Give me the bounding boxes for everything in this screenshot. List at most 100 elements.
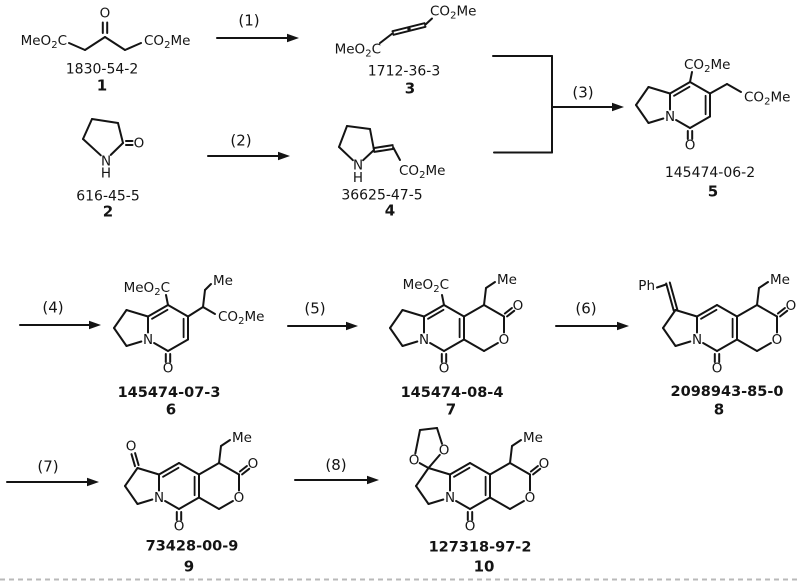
nitrogen-label: N [419,332,429,348]
lactone-oxygen-label: O [248,456,259,472]
nitrogen-label: N [353,158,363,174]
ring-core [390,282,514,362]
oxygen-label: O [174,519,185,535]
compound-2-cas: 616-45-5 [76,189,140,205]
oxygen-label: O [163,361,174,377]
compound-9-bonds [130,452,140,468]
ester-label: CO2Me [218,309,264,327]
compound-5-structure: N O CO2Me CO2Me [636,57,790,154]
step-label-7: (7) [37,458,58,476]
oxygen-label: O [439,361,450,377]
compound-1: MeO2C O CO2Me 1830-54-2 1 [21,6,191,95]
oxygen-label: O [100,6,111,22]
arrowhead [278,151,290,161]
lactone-oxygen-label: O [786,298,797,314]
compound-7-structure: N O O O Me MeO2C [390,272,523,377]
compound-10-structure: N O O O O O Me [409,427,550,535]
ester-label: MeO2C [21,33,67,51]
compound-9: N O O O O Me 73428-00-9 9 [125,430,258,576]
reaction-arrow-4: (4) [19,299,101,330]
ring-oxygen-label: O [499,332,510,348]
compound-2-bonds [82,118,134,157]
compound-4-cas: 36625-47-5 [341,188,422,204]
compound-8-structure: N O O O Me Ph [638,272,796,377]
compound-8: N O O O Me Ph 2098943-85-0 8 [638,272,796,419]
compound-6-structure: N O MeO2C Me CO2Me [114,273,264,377]
compound-7-number: 7 [446,401,456,419]
ring-oxygen-label: O [234,490,245,506]
nitrogen-label: N [445,490,455,506]
compound-6-number: 6 [166,401,176,419]
compound-8-number: 8 [714,401,724,419]
oxygen-label: O [712,361,723,377]
lactone-oxygen-label: O [539,456,550,472]
compound-2-number: 2 [103,203,113,221]
reaction-arrow-1: (1) [216,12,299,43]
compound-7-cas: 145474-08-4 [401,385,504,401]
compound-4-number: 4 [385,202,395,220]
convergence-bracket [492,55,553,154]
ester-label: CO2Me [399,163,445,181]
compound-2: N H O 616-45-5 2 [76,118,145,221]
dioxolane-oxygen-label: O [439,443,450,459]
arrowhead [89,320,101,330]
ring-core [416,440,540,520]
ester-label: CO2Me [684,57,730,75]
reaction-arrow-7: (7) [6,458,99,487]
step-label-6: (6) [575,300,596,318]
oxygen-label: O [134,136,145,152]
ketone-oxygen-label: O [126,439,137,455]
nh-hydrogen-label: H [101,166,111,182]
ester-label: CO2Me [144,33,190,51]
compound-5-cas: 145474-06-2 [665,165,755,181]
methyl-label: Me [497,272,517,288]
compound-6: N O MeO2C Me CO2Me 145474-07-3 6 [114,273,264,419]
compound-5: N O CO2Me CO2Me 145474-06-2 5 [636,57,790,201]
dioxolane-oxygen-label: O [409,453,420,469]
compound-10-cas: 127318-97-2 [429,540,532,556]
reaction-arrow-3: (3) [551,84,624,112]
compound-3-number: 3 [405,80,415,98]
ester-label: MeO2C [335,42,381,60]
compound-10-number: 10 [474,558,495,576]
nitrogen-label: N [692,332,702,348]
compound-6-bonds [165,283,216,318]
ester-label: MeO2C [403,277,449,295]
step-label-2: (2) [230,132,251,150]
compound-9-cas: 73428-00-9 [146,539,239,555]
ester-label: CO2Me [744,90,790,108]
compound-4-bonds [338,125,401,162]
phenyl-label: Ph [638,278,655,294]
compound-3: MeO2C CO2Me 1712-36-3 3 [335,4,477,98]
ring-core [663,282,787,362]
methyl-label: Me [213,273,233,289]
nitrogen-label: N [101,154,111,170]
compound-1-bonds [68,21,142,51]
nitrogen-label: N [665,109,675,125]
compound-10-bonds [414,427,443,469]
compound-9-structure: N O O O O Me [125,430,258,535]
step-label-1: (1) [238,12,259,30]
compound-8-cas: 2098943-85-0 [671,384,784,400]
arrowhead [367,475,379,485]
compound-3-cas: 1712-36-3 [368,64,440,80]
reaction-arrow-6: (6) [555,300,629,331]
compound-1-cas: 1830-54-2 [66,62,138,78]
compound-3-bonds [379,17,433,44]
compound-5-bonds [689,71,742,95]
methyl-label: Me [232,430,252,446]
step-label-8: (8) [325,456,346,474]
compound-4: N H CO2Me 36625-47-5 4 [338,125,445,220]
arrowhead [346,321,358,331]
methyl-label: Me [523,430,543,446]
ring-oxygen-label: O [772,332,783,348]
compound-7: N O O O Me MeO2C 145474-08-4 7 [390,272,523,419]
compound-7-bonds [441,294,445,306]
allene-center-dot [407,27,411,31]
arrowhead [287,33,299,43]
compound-10: N O O O O O Me 127318-97-2 10 [409,427,550,576]
oxygen-label: O [465,519,476,535]
compound-8-bonds [656,281,679,312]
